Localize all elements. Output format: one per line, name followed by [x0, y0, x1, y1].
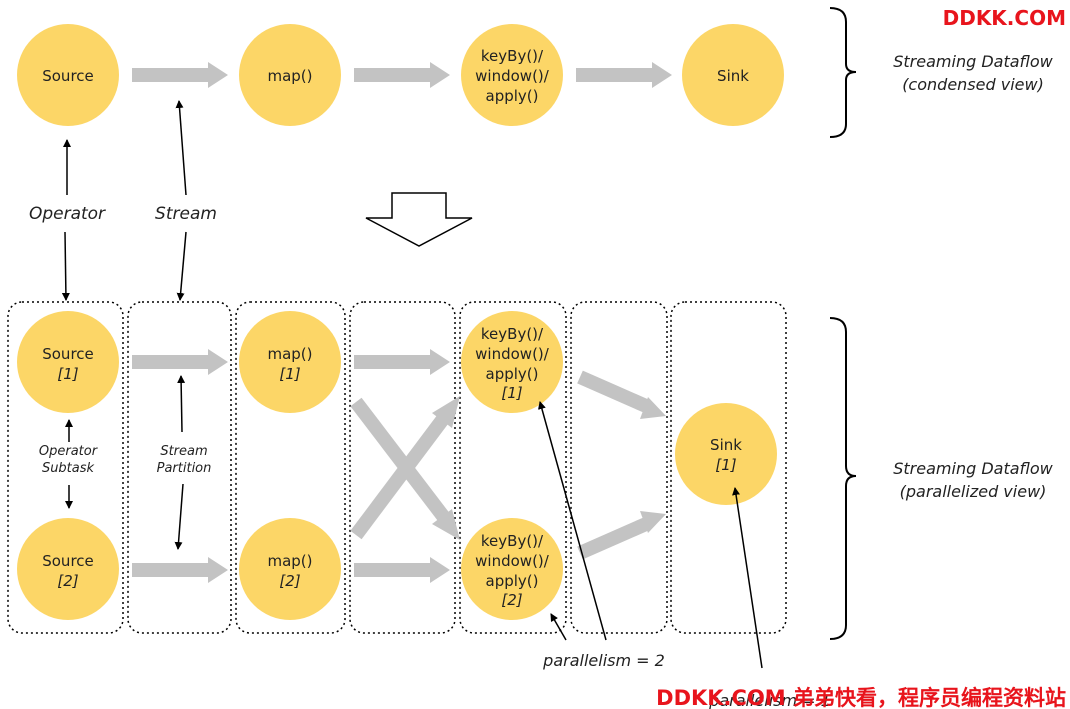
watermark-bottom: DDKK.COM 弟弟快看，程序员编程资料站 [656, 686, 1066, 709]
node-subtask-index: [1] [501, 384, 522, 402]
partition-box-keyby [459, 301, 567, 634]
stream-annotation: Stream [155, 100, 217, 301]
stream-partition-annotation: Stream Partition [157, 375, 212, 550]
condensed-view-title: Streaming Dataflow [893, 52, 1053, 71]
condensed-node-map: map() [239, 24, 341, 126]
stream-partition-label-2: Partition [157, 461, 212, 476]
parallel-node-source-2: Source [2] [17, 518, 119, 620]
node-subtask-index: [1] [57, 365, 78, 383]
operator-subtask-label-1: Operator [39, 444, 99, 459]
parallelism-2-annotation: parallelism = 2 [538, 401, 665, 670]
parallel-node-keyby-2: keyBy()/ window()/ apply() [2] [461, 518, 563, 620]
stream-partition-arrow-1 [132, 349, 228, 375]
node-label: apply() [486, 87, 539, 105]
parallel-node-sink-1: Sink [1] [675, 403, 777, 505]
node-label: apply() [486, 365, 539, 383]
node-label: window()/ [475, 67, 550, 85]
condensed-stream-arrow-2 [354, 62, 450, 88]
stream-partition-arrow-to-sink-2 [577, 511, 666, 560]
node-label: apply() [486, 572, 539, 590]
operator-annotation: Operator [29, 139, 106, 301]
condensed-brace [829, 7, 857, 138]
parallelism-1-annotation: parallelism = 1 [708, 487, 831, 709]
parallel-view-title: Streaming Dataflow [893, 459, 1053, 478]
node-subtask-index: [2] [57, 572, 78, 590]
stream-partition-arrow-2 [132, 557, 228, 583]
node-subtask-index: [2] [501, 591, 522, 609]
stream-partition-arrow-4 [354, 557, 450, 583]
parallelism-2-label: parallelism = 2 [542, 651, 665, 670]
stream-partition-cross-down [350, 397, 460, 540]
stream-partition-arrow-3 [354, 349, 450, 375]
expand-down-arrow [365, 192, 473, 247]
condensed-stream-arrow-1 [132, 62, 228, 88]
node-subtask-index: [1] [715, 456, 736, 474]
parallel-node-source-1: Source [1] [17, 311, 119, 413]
operator-subtask-annotation: Operator Subtask [39, 419, 99, 509]
condensed-view-subtitle: (condensed view) [902, 75, 1044, 94]
node-label: Sink [710, 436, 742, 454]
partition-box-source [7, 301, 124, 634]
node-label: window()/ [475, 345, 550, 363]
parallel-brace [829, 317, 857, 640]
operator-label: Operator [29, 204, 106, 224]
node-label: keyBy()/ [481, 532, 544, 550]
node-label: Source [42, 67, 94, 85]
partition-box-stream-1 [127, 301, 232, 634]
node-label: map() [267, 345, 312, 363]
node-subtask-index: [1] [279, 365, 300, 383]
node-label: keyBy()/ [481, 47, 544, 65]
parallel-view-subtitle: (parallelized view) [900, 482, 1047, 501]
parallel-node-keyby-1: keyBy()/ window()/ apply() [1] [461, 311, 563, 413]
stream-partition-arrow-to-sink-1 [577, 370, 666, 419]
stream-partition-cross-up [350, 396, 460, 540]
condensed-node-sink: Sink [682, 24, 784, 126]
stream-label: Stream [155, 204, 217, 224]
partition-box-map [235, 301, 346, 634]
parallel-view: Source [1] Source [2] map() [1] map() [2… [7, 301, 1054, 709]
node-subtask-index: [2] [279, 572, 300, 590]
parallelism-1-label: parallelism = 1 [708, 691, 831, 709]
partition-box-stream-2 [349, 301, 456, 634]
parallel-node-map-2: map() [2] [239, 518, 341, 620]
operator-subtask-label-2: Subtask [42, 461, 95, 476]
watermark-top: DDKK.COM [943, 6, 1066, 30]
node-label: Sink [717, 67, 749, 85]
node-label: window()/ [475, 552, 550, 570]
condensed-node-source: Source [17, 24, 119, 126]
node-label: map() [267, 67, 312, 85]
node-label: Source [42, 345, 94, 363]
partition-box-sink [670, 301, 787, 634]
node-label: Source [42, 552, 94, 570]
stream-partition-label-1: Stream [160, 444, 207, 459]
condensed-stream-arrow-3 [576, 62, 672, 88]
partition-box-stream-3 [570, 301, 668, 634]
condensed-view: Source map() keyBy()/ window()/ apply() … [17, 7, 1054, 138]
condensed-node-keyby-window-apply: keyBy()/ window()/ apply() [461, 24, 563, 126]
node-label: keyBy()/ [481, 325, 544, 343]
node-label: map() [267, 552, 312, 570]
parallel-node-map-1: map() [1] [239, 311, 341, 413]
